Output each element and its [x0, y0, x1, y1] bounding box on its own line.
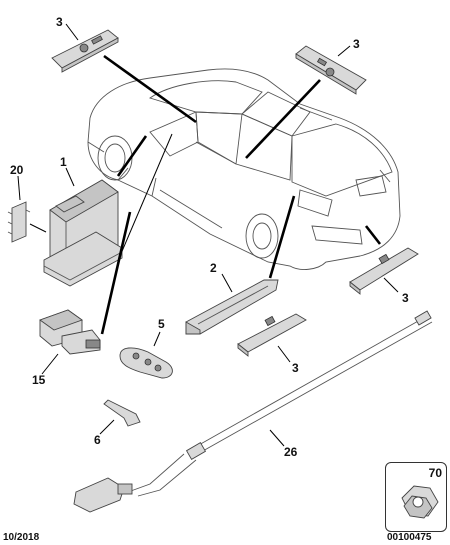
part-3-antenna-right [349, 247, 419, 295]
footer-reference: 00100475 [387, 532, 432, 543]
part-26-wiring-harness [73, 310, 433, 513]
callout-15: 15 [32, 373, 46, 387]
callout-3-middle: 3 [292, 361, 299, 375]
callout-3-right: 3 [402, 291, 409, 305]
inset-box-part-70: 70 [385, 462, 447, 532]
part-3-antenna-top-left [51, 29, 119, 73]
callout-5: 5 [158, 317, 165, 331]
callout-3-top-right: 3 [353, 37, 360, 51]
leader-lines [17, 23, 399, 447]
part-3-antenna-middle [237, 313, 307, 357]
part-15-receiver [39, 309, 101, 355]
callout-70: 70 [428, 466, 442, 480]
callout-2: 2 [210, 261, 217, 275]
callout-26: 26 [284, 445, 298, 459]
callout-3-top-left: 3 [56, 15, 63, 29]
part-1-control-module [43, 179, 123, 287]
car-illustration [87, 68, 401, 270]
part-20-bracket [7, 201, 31, 243]
callout-1: 1 [60, 155, 67, 169]
footer-date: 10/2018 [3, 532, 40, 543]
part-2-trim-cover [185, 279, 279, 335]
part-70-nut [401, 485, 439, 519]
part-3-antenna-top-right [295, 45, 367, 95]
callout-20: 20 [10, 163, 24, 177]
part-5-key-fob [119, 347, 173, 379]
part-6-key-blade [103, 399, 141, 427]
callout-6: 6 [94, 433, 101, 447]
